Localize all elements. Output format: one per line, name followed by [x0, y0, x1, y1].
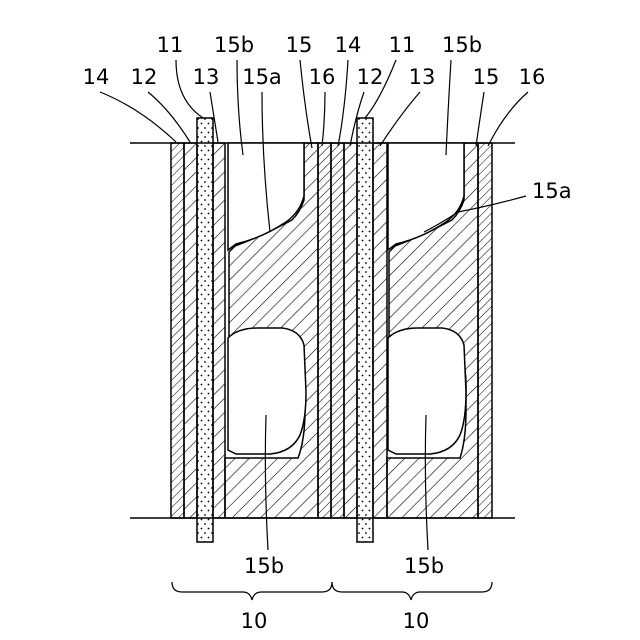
layer-13-right — [373, 143, 387, 518]
label-13-left: 13 — [193, 65, 220, 89]
label-unit-10-right: 10 — [403, 609, 430, 633]
label-15b-right: 15b — [442, 33, 482, 57]
cell-unit-right — [331, 118, 492, 542]
layer-16-left — [318, 143, 331, 518]
layer-14-left — [171, 143, 184, 518]
label-15-right: 15 — [473, 65, 500, 89]
reference-labels-top-row1: 11 15b 15 14 11 15b — [157, 33, 482, 57]
label-15a-right: 15a — [532, 179, 572, 203]
layer-12-right — [344, 143, 357, 518]
channel-15b-lower-right — [388, 328, 466, 454]
layer-16-right — [478, 143, 492, 518]
label-15a-left: 15a — [242, 65, 282, 89]
brace-left — [172, 582, 332, 600]
channel-15b-lower-left — [228, 328, 306, 454]
label-14-left: 14 — [83, 65, 110, 89]
label-16-right: 16 — [519, 65, 546, 89]
label-15b-left: 15b — [214, 33, 254, 57]
membrane-11-left — [197, 118, 213, 542]
label-11-right: 11 — [389, 33, 416, 57]
reference-labels-top-row2: 14 12 13 15a 16 12 13 15 16 — [83, 65, 546, 89]
unit-braces — [172, 582, 492, 600]
label-15-left: 15 — [286, 33, 313, 57]
membrane-11-right — [357, 118, 373, 542]
label-12-right: 12 — [357, 65, 384, 89]
label-15b-bottom-right: 15b — [404, 554, 444, 578]
label-13-right: 13 — [409, 65, 436, 89]
label-11-left: 11 — [157, 33, 184, 57]
layer-12-left — [184, 143, 197, 518]
label-12-left: 12 — [131, 65, 158, 89]
label-15b-bottom-left: 15b — [244, 554, 284, 578]
cell-unit-left — [171, 118, 331, 542]
label-unit-10-left: 10 — [241, 609, 268, 633]
layer-14-right — [331, 143, 344, 518]
brace-right — [332, 582, 492, 600]
label-14-right: 14 — [335, 33, 362, 57]
label-16-left: 16 — [309, 65, 336, 89]
layer-13-left — [213, 143, 225, 518]
